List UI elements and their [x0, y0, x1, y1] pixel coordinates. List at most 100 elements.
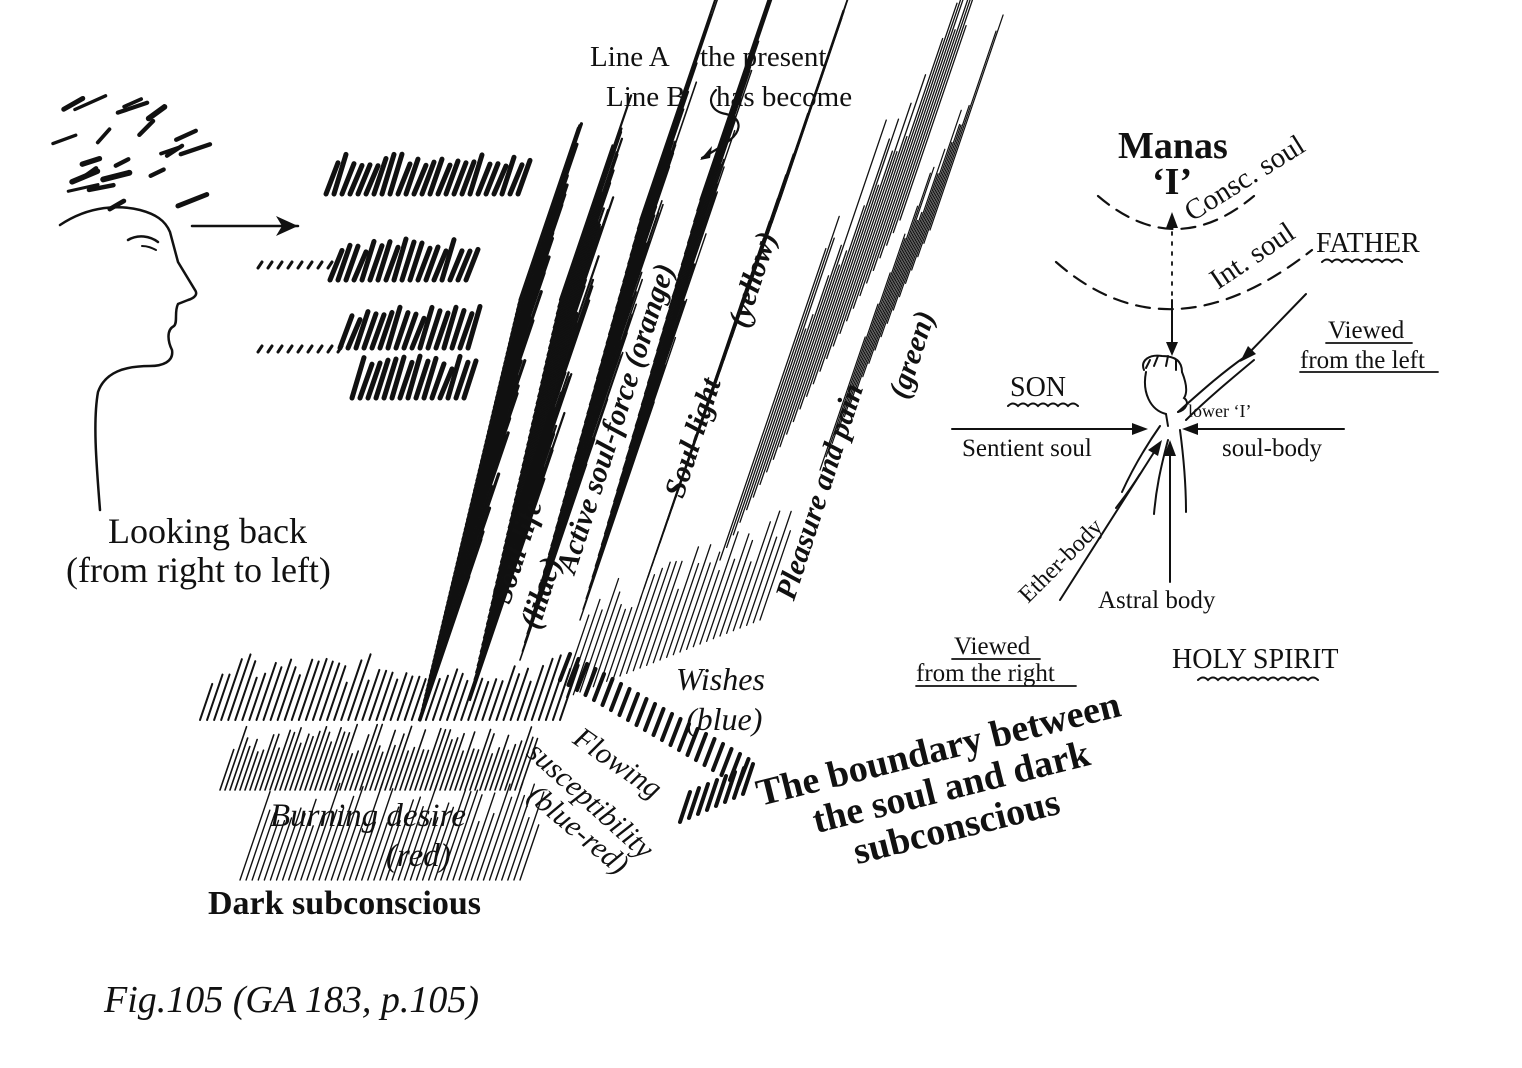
hatch-mark — [263, 820, 286, 881]
hatch-mark — [467, 677, 484, 721]
boundary-mark — [617, 687, 632, 717]
hatch-mark — [431, 674, 449, 721]
hatch-mark — [459, 159, 477, 197]
burning-desire-label: Burning desire — [270, 798, 466, 834]
hair-stroke — [122, 97, 144, 109]
boundary-mark — [719, 747, 734, 777]
hatch-mark — [437, 366, 455, 401]
hatch-mark — [249, 749, 265, 791]
hatch-mark — [846, 37, 944, 322]
viewed-from-right-label-2: from the right — [916, 660, 1055, 687]
hatch-mark — [453, 359, 471, 401]
hatch-mark — [447, 248, 465, 283]
boundary-mark — [678, 790, 692, 824]
hatch-mark — [459, 748, 475, 791]
boundary-mark — [626, 692, 640, 722]
hatch-mark — [494, 749, 510, 791]
hatch-mark — [389, 672, 408, 721]
hatch-mark — [324, 731, 346, 791]
hatch-mark — [434, 789, 467, 881]
hatch-mark — [558, 144, 614, 302]
hatch-mark — [746, 536, 778, 626]
hatch-mark — [464, 749, 480, 791]
hatch-mark — [385, 304, 403, 351]
hatch-mark — [686, 551, 721, 650]
hatch-mark — [409, 315, 427, 351]
hatch-mark — [391, 796, 422, 881]
hatch-mark — [433, 310, 451, 351]
has-become-label: has become — [716, 81, 852, 113]
hatch-mark — [337, 313, 355, 351]
hatch-mark — [429, 361, 447, 401]
hatch-mark — [403, 783, 438, 881]
hatch-mark — [837, 233, 906, 431]
hatch-mark — [256, 260, 264, 270]
hatch-mark — [405, 353, 423, 401]
hatch-mark — [439, 737, 459, 791]
hair-stroke — [175, 192, 210, 209]
hatch-mark — [819, 102, 912, 372]
hatch-mark — [284, 742, 302, 791]
hatch-mark — [632, 561, 671, 672]
hatch-mark — [365, 360, 383, 401]
hatch-mark — [507, 162, 525, 197]
hatch-mark — [283, 674, 301, 721]
hatch-mark — [712, 533, 750, 640]
boundary-mark — [643, 702, 657, 732]
boundary-mark — [732, 766, 746, 800]
green-label: (green) — [882, 307, 941, 403]
hatch-mark — [679, 562, 711, 653]
hatch-mark — [375, 671, 394, 721]
hatch-mark — [374, 729, 397, 791]
hatch-mark — [892, 109, 962, 311]
hatch-mark — [389, 354, 407, 401]
hatch-mark — [294, 735, 314, 791]
boundary-mark — [660, 712, 674, 742]
hatch-mark — [379, 820, 401, 881]
hatch-mark — [368, 669, 388, 721]
hatch-mark — [766, 119, 887, 473]
hatch-mark — [812, 150, 894, 385]
boundary-mark — [609, 682, 623, 712]
hatch-mark — [452, 794, 483, 881]
hatch-mark — [275, 807, 302, 881]
hatch-mark — [361, 668, 381, 721]
hair-stroke — [159, 145, 183, 156]
hatch-mark — [826, 151, 898, 360]
hatch-mark — [363, 163, 381, 197]
hatch-mark — [868, 219, 919, 364]
hatch-mark — [373, 806, 400, 881]
hatch-mark — [501, 783, 536, 881]
right-schema — [915, 194, 1439, 687]
hatch-mark — [874, 211, 923, 351]
hatch-mark — [371, 155, 389, 197]
hatch-mark — [444, 732, 465, 791]
hatch-mark — [767, 0, 849, 235]
viewed-from-left-label-1: Viewed — [1328, 317, 1405, 344]
ether-body-diagonal — [1059, 445, 1159, 601]
hatch-mark — [361, 311, 379, 351]
hatch-mark — [312, 809, 338, 881]
hatch-mark — [399, 746, 416, 791]
hatch-mark — [296, 344, 304, 354]
boundary-mark — [575, 662, 589, 692]
astral-body-label: Astral body — [1098, 587, 1216, 614]
hatch-mark — [449, 308, 467, 351]
hatch-mark — [476, 783, 511, 881]
hatch-mark — [415, 245, 433, 283]
hatch-mark — [304, 726, 328, 791]
hatch-mark — [296, 260, 304, 270]
hatch-mark — [463, 246, 481, 283]
hatch-mark — [509, 726, 533, 791]
hatch-mark — [342, 818, 365, 881]
hatch-mark — [401, 311, 419, 351]
looking-back-direction-label: (from right to left) — [66, 550, 331, 590]
hatch-mark — [220, 658, 243, 721]
hatch-mark — [502, 673, 521, 721]
hatch-mark — [319, 662, 341, 721]
boundary-mark — [714, 774, 728, 808]
hatch-mark — [504, 740, 523, 791]
hatch-mark — [407, 240, 425, 283]
hatch-mark — [331, 151, 349, 197]
hatch-mark — [382, 678, 399, 721]
